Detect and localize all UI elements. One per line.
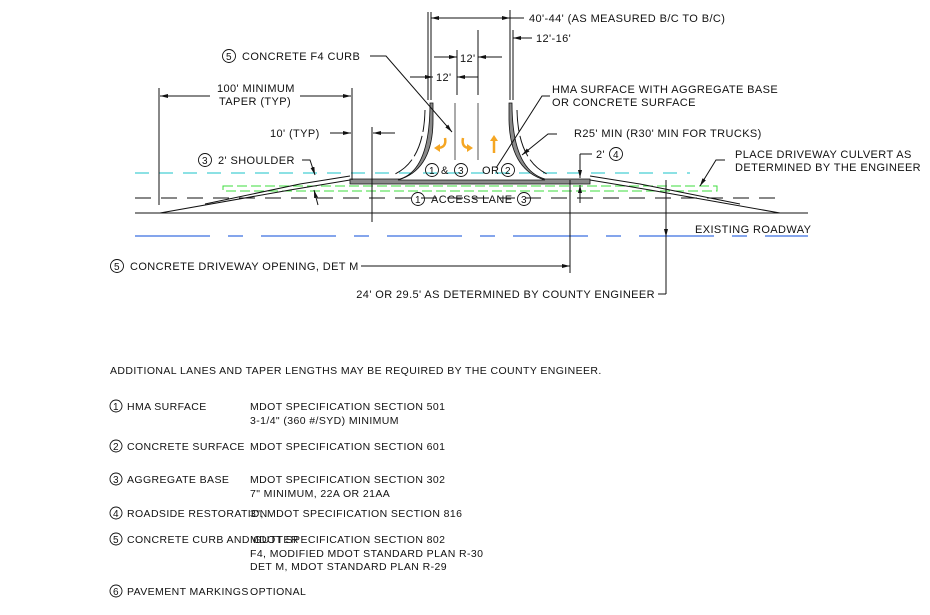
opening-label: CONCRETE DRIVEWAY OPENING, DET M <box>130 261 359 273</box>
culvert-label-1: PLACE DRIVEWAY CULVERT AS <box>735 149 912 161</box>
callout-circle <box>425 163 439 177</box>
legend-spec: 3", MDOT SPECIFICATION SECTION 816 <box>250 508 462 520</box>
dim-lane-lower: 12' <box>436 72 452 84</box>
dim-overall: 40'-44' (AS MEASURED B/C TO B/C) <box>529 13 725 25</box>
shoulder-label: 2' SHOULDER <box>218 155 295 167</box>
legend-item: HMA SURFACE <box>127 401 207 413</box>
legend-row: 1 HMA SURFACE MDOT SPECIFICATION SECTION… <box>109 399 445 427</box>
curb-back-left <box>394 109 426 175</box>
callout-number: 1 <box>415 195 421 206</box>
callout-circle <box>454 163 468 177</box>
note-text: ADDITIONAL LANES AND TAPER LENGTHS MAY B… <box>110 365 602 377</box>
callout-number: 3 <box>202 156 208 167</box>
callout-circle <box>109 532 123 546</box>
amp-text: & <box>441 165 449 177</box>
legend-spec: MDOT SPECIFICATION SECTION 601 <box>250 441 445 453</box>
taper-label-1: 100' MINIMUM <box>217 83 295 95</box>
callout-number: 4 <box>613 150 619 161</box>
access-lane-label: ACCESS LANE <box>431 194 512 206</box>
legend-spec: MDOT SPECIFICATION SECTION 802 <box>250 534 445 546</box>
radius-label: R25' MIN (R30' MIN FOR TRUCKS) <box>574 128 762 140</box>
surface-label-2: OR CONCRETE SURFACE <box>552 97 696 109</box>
callout-circle <box>222 49 236 63</box>
legend-spec: 3-1/4" (360 #/SYD) MINIMUM <box>250 415 399 427</box>
legend-number: 2 <box>113 442 119 453</box>
legend-spec: 7" MINIMUM, 22A OR 21AA <box>250 488 390 500</box>
width-label: 24' OR 29.5' AS DETERMINED BY COUNTY ENG… <box>356 289 655 301</box>
legend-row: 6 PAVEMENT MARKINGS OPTIONAL <box>109 584 306 598</box>
legend-spec: OPTIONAL <box>250 586 306 598</box>
callout-circle <box>517 192 531 206</box>
legend-number: 6 <box>113 587 119 598</box>
callout-circle <box>109 439 123 453</box>
legend-number: 1 <box>113 402 119 413</box>
two-ft-label: 2' <box>596 149 605 161</box>
taper-label-2: TAPER (TYP) <box>219 96 291 108</box>
legend-item: CONCRETE SURFACE <box>127 441 245 453</box>
existing-roadway-label: EXISTING ROADWAY <box>695 224 812 236</box>
callout-circle <box>411 192 425 206</box>
callout-circle <box>109 584 123 598</box>
callout-number: 3 <box>458 166 464 177</box>
curb-label: CONCRETE F4 CURB <box>242 51 360 63</box>
taper-lines <box>159 175 781 214</box>
legend-number: 3 <box>113 475 119 486</box>
callout-circle <box>109 399 123 413</box>
legend-number: 4 <box>113 509 119 520</box>
callout-circle <box>609 147 623 161</box>
callout-circle <box>501 163 515 177</box>
dimension-lines <box>158 10 725 295</box>
callout-number: 3 <box>521 195 527 206</box>
legend-table: 1 HMA SURFACE MDOT SPECIFICATION SECTION… <box>109 399 483 598</box>
dim-curb-offset: 12'-16' <box>536 33 571 45</box>
callout-circle <box>109 472 123 486</box>
culvert-outline <box>222 185 718 192</box>
callout-number: 1 <box>429 166 435 177</box>
callout-number: 5 <box>226 52 232 63</box>
or-text: OR <box>482 165 499 177</box>
legend-row: 3 AGGREGATE BASE MDOT SPECIFICATION SECT… <box>109 472 445 500</box>
arrow-heads <box>434 135 498 152</box>
legend-row: 2 CONCRETE SURFACE MDOT SPECIFICATION SE… <box>109 439 445 453</box>
callout-number: 2 <box>505 166 511 177</box>
callout-circle <box>109 506 123 520</box>
dim-lane-upper: 12' <box>460 53 476 65</box>
legend-spec: F4, MODIFIED MDOT STANDARD PLAN R-30 <box>250 548 483 560</box>
legend-row: 5 CONCRETE CURB AND GUTTER MDOT SPECIFIC… <box>109 532 483 573</box>
culvert-label-2: DETERMINED BY THE ENGINEER <box>735 162 921 174</box>
legend-item: PAVEMENT MARKINGS <box>127 586 249 598</box>
legend-spec: MDOT SPECIFICATION SECTION 302 <box>250 474 445 486</box>
legend-row: 4 ROADSIDE RESTORATION 3", MDOT SPECIFIC… <box>109 506 462 520</box>
legend-spec: MDOT SPECIFICATION SECTION 501 <box>250 401 445 413</box>
lane-arrows <box>436 137 496 153</box>
legend-item: AGGREGATE BASE <box>127 474 229 486</box>
surface-label-1: HMA SURFACE WITH AGGREGATE BASE <box>552 84 778 96</box>
legend-item: CONCRETE CURB AND GUTTER <box>127 534 299 546</box>
callout-circle <box>110 259 124 273</box>
legend-item: ROADSIDE RESTORATION <box>127 508 268 520</box>
legend-number: 5 <box>113 535 119 546</box>
legend-spec: DET M, MDOT STANDARD PLAN R-29 <box>250 561 447 573</box>
driveway-slab <box>349 102 591 185</box>
callout-circle <box>198 153 212 167</box>
typ-10-label: 10' (TYP) <box>270 128 320 140</box>
callout-number: 5 <box>114 262 120 273</box>
